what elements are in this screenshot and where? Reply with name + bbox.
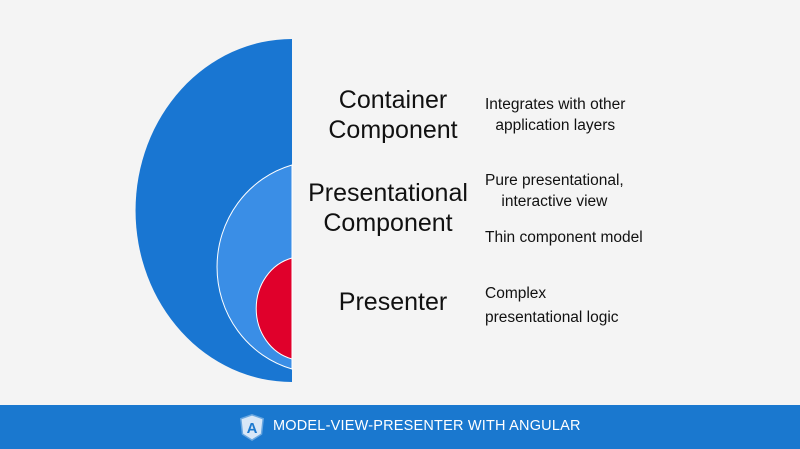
container-component-title-line-1: Container xyxy=(338,86,448,114)
presenter-title: Presenter xyxy=(318,287,468,317)
presentational-component-title: Presentational Component xyxy=(298,178,478,238)
angular-logo-letter: A xyxy=(247,420,258,437)
presentational-component-description-line-2: interactive view xyxy=(501,193,608,210)
container-component-description-line-2: application layers xyxy=(495,117,616,134)
container-component-title-line-2: Component xyxy=(328,116,458,144)
container-component-description: Integrates with other application layers xyxy=(485,94,625,136)
presenter-description: Complex presentational logic xyxy=(485,283,619,328)
presenter-half-circle xyxy=(255,257,293,360)
footer-bar: A MODEL-VIEW-PRESENTER WITH ANGULAR xyxy=(0,405,800,449)
presenter-description-line-1: Complex xyxy=(485,285,547,302)
footer-title: MODEL-VIEW-PRESENTER WITH ANGULAR xyxy=(273,418,581,434)
presenter-description-line-2: presentational logic xyxy=(485,309,619,326)
presentational-component-title-line-2: Component xyxy=(323,209,453,237)
presentational-component-description-line-1: Pure presentational, xyxy=(485,172,624,189)
presentational-component-description: Pure presentational, interactive view xyxy=(485,170,624,212)
container-component-title: Container Component xyxy=(318,85,468,145)
presenter-title-line-1: Presenter xyxy=(338,288,448,316)
angular-logo-icon: A xyxy=(240,414,264,441)
presentational-component-extra-description: Thin component model xyxy=(485,229,643,246)
container-component-description-line-1: Integrates with other xyxy=(485,96,626,113)
presentational-component-title-line-1: Presentational xyxy=(308,179,468,207)
